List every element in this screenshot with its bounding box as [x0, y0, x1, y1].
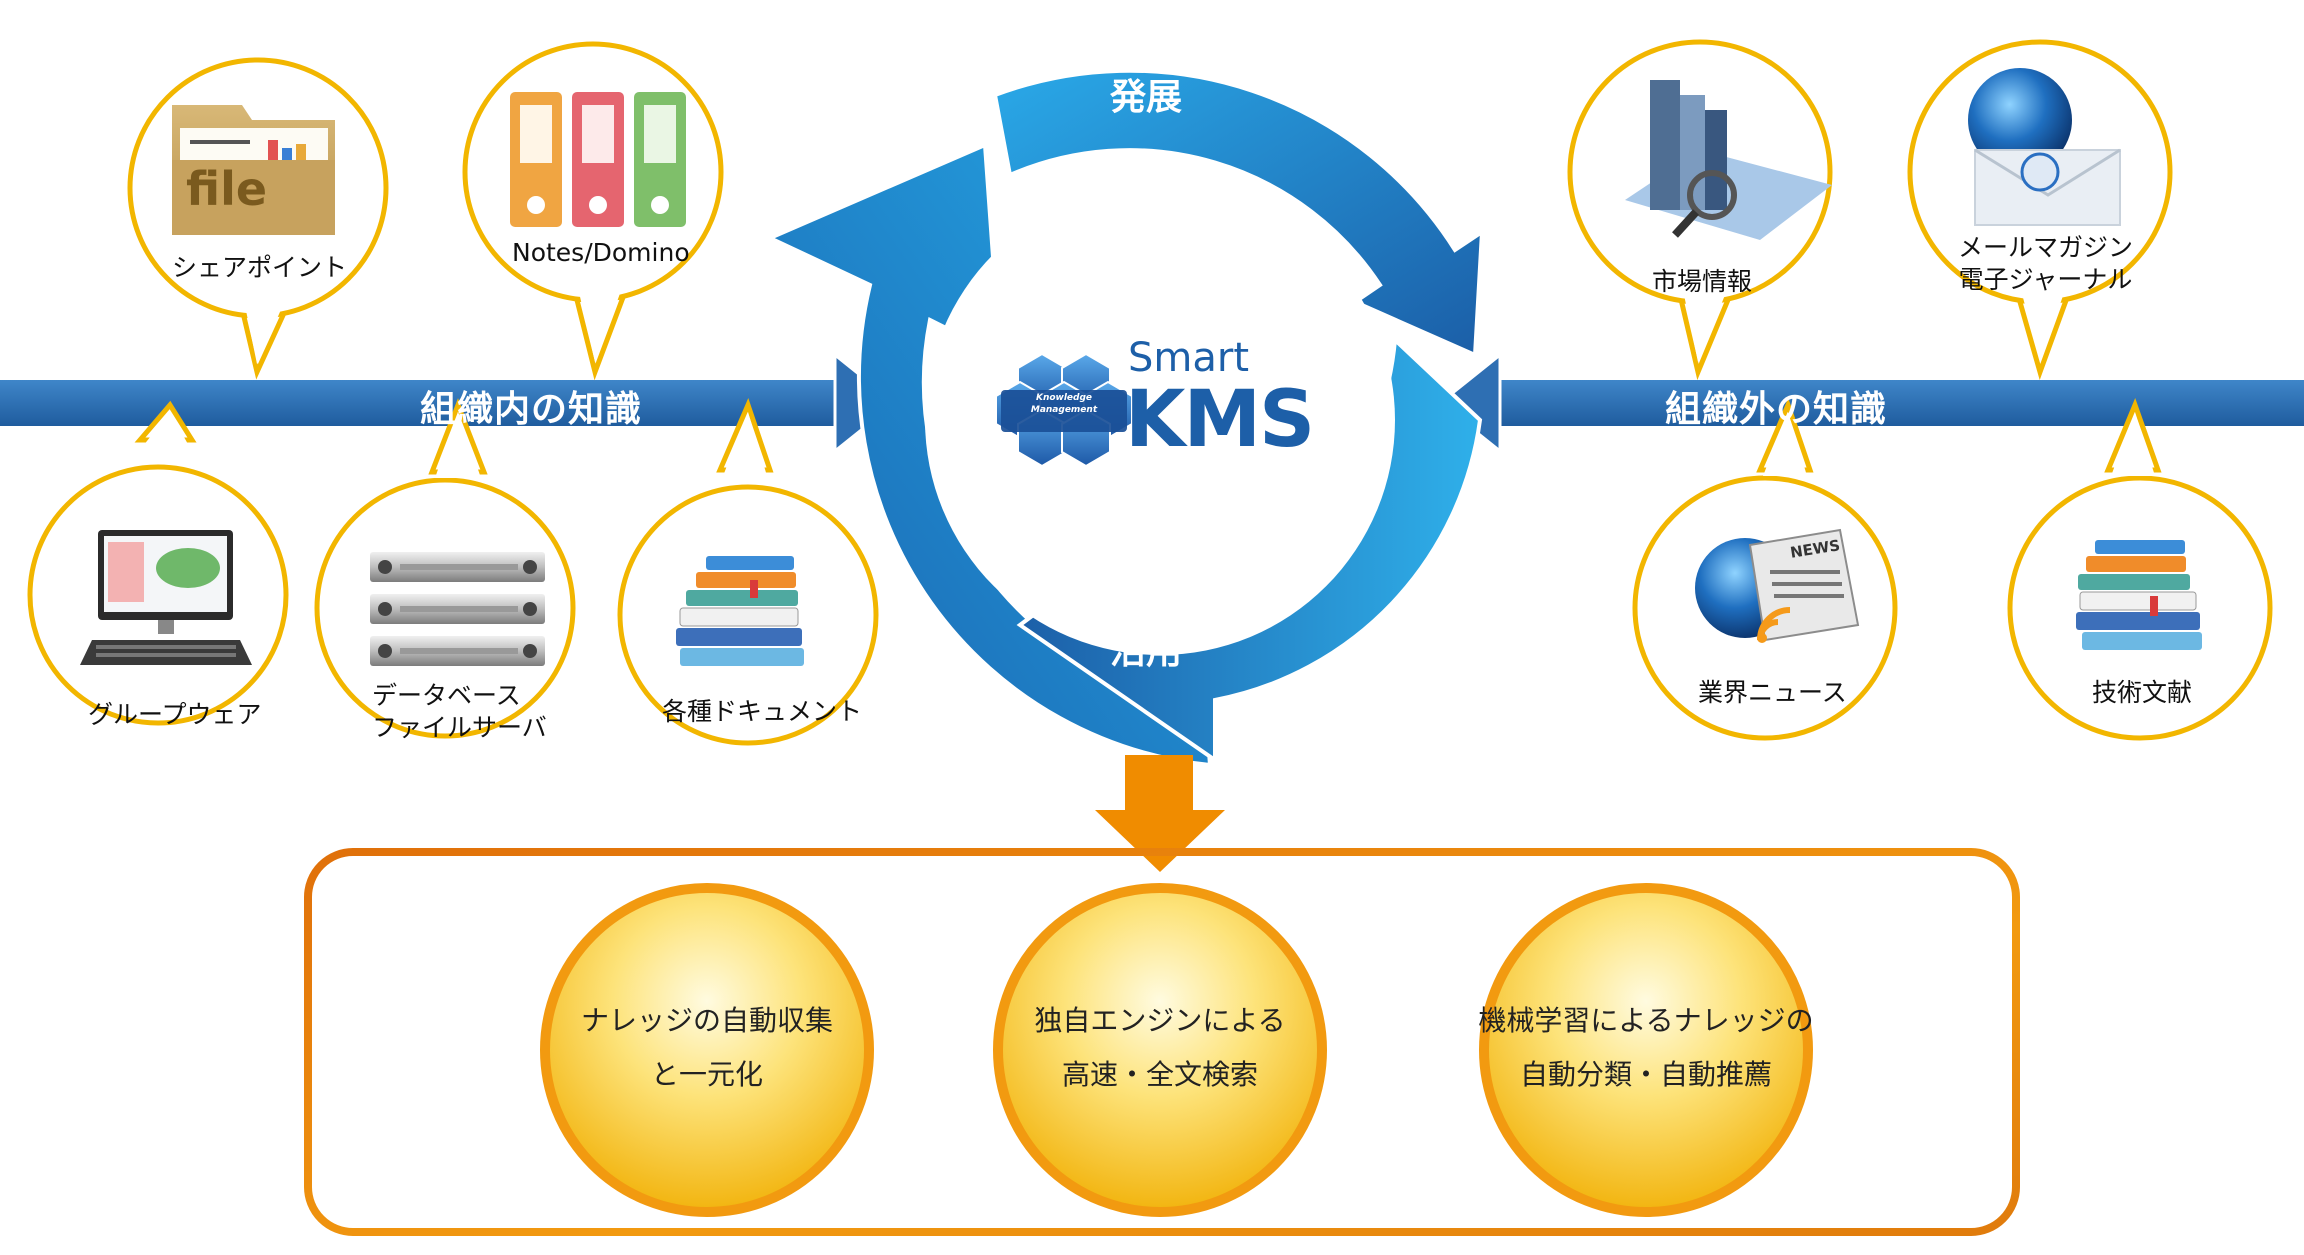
file-folder-icon — [172, 105, 335, 235]
label-market: 市場情報 — [1652, 267, 1753, 296]
feature-3-line1: 機械学習によるナレッジの — [1478, 1004, 1814, 1037]
label-database-line2: ファイルサーバ — [372, 713, 547, 742]
logo-kms: KMS — [1125, 375, 1315, 465]
label-documents: 各種ドキュメント — [662, 697, 863, 726]
feature-2-line1: 独自エンジンによる — [1034, 1004, 1286, 1037]
feature-text-1: ナレッジの自動収集 と一元化 — [545, 994, 869, 1102]
bubble-sharepoint — [127, 57, 389, 380]
label-news: 業界ニュース — [1698, 678, 1847, 707]
bubble-tech — [2007, 398, 2273, 741]
label-notes: Notes/Domino — [512, 238, 690, 267]
feature-text-3: 機械学習によるナレッジの 自動分類・自動推薦 — [1476, 994, 1816, 1102]
logo-smart: Smart — [1128, 335, 1249, 381]
external-title: 組織外の知識 — [1665, 389, 1888, 430]
cycle-bottom-label: 活用 — [1110, 631, 1183, 672]
label-groupware: グループウェア — [88, 700, 262, 729]
bubble-documents — [617, 398, 879, 746]
label-database-line1: データベース — [372, 681, 521, 710]
logo-hex-line1: Knowledge — [1035, 393, 1093, 403]
feature-circle-2 — [993, 883, 1327, 1217]
bubble-groupware — [27, 400, 289, 726]
cycle-arc-top-right — [992, 68, 1485, 358]
features-frame — [304, 848, 2020, 1236]
internal-title: 組織内の知識 — [420, 389, 643, 430]
cycle-diagram — [765, 68, 1485, 768]
label-mail-line2: 電子ジャーナル — [1958, 265, 2133, 294]
cycle-top-label: 発展 — [1110, 77, 1183, 118]
label-mail: メールマガジン 電子ジャーナル — [1958, 232, 2133, 296]
bubble-database — [314, 398, 576, 739]
server-icon — [370, 552, 545, 666]
bubble-notes — [462, 41, 724, 381]
feature-1-line2: と一元化 — [650, 1058, 763, 1091]
label-database: データベース ファイルサーバ — [372, 680, 547, 744]
market-report-icon — [1625, 80, 1832, 240]
bubble-mail — [1907, 39, 2173, 381]
bubble-market — [1567, 39, 1833, 381]
tech-books-icon — [2076, 540, 2202, 650]
down-arrow — [1095, 755, 1225, 872]
feature-circle-3 — [1479, 883, 1813, 1217]
bubble-news — [1632, 398, 1898, 741]
feature-1-line1: ナレッジの自動収集 — [580, 1004, 833, 1037]
logo-hex-text: Knowledge Management — [1005, 392, 1123, 416]
feature-3-line2: 自動分類・自動推薦 — [1519, 1058, 1772, 1091]
feature-2-line2: 高速・全文検索 — [1061, 1058, 1258, 1091]
binders-icon — [510, 92, 686, 227]
logo-hex-line2: Management — [1030, 405, 1098, 415]
smart-kms-logo — [995, 352, 1133, 468]
external-band — [1437, 351, 2304, 455]
email-icon — [1968, 68, 2121, 226]
label-tech: 技術文献 — [2092, 678, 2193, 707]
label-mail-line1: メールマガジン — [1958, 233, 2134, 262]
computer-icon — [80, 530, 252, 665]
feature-text-2: 独自エンジンによる 高速・全文検索 — [998, 994, 1322, 1102]
news-globe-icon — [1695, 528, 1860, 643]
label-sharepoint: シェアポイント — [172, 253, 348, 282]
feature-circle-1 — [540, 883, 874, 1217]
file-icon-text: file — [186, 162, 268, 216]
books-icon — [676, 556, 804, 666]
